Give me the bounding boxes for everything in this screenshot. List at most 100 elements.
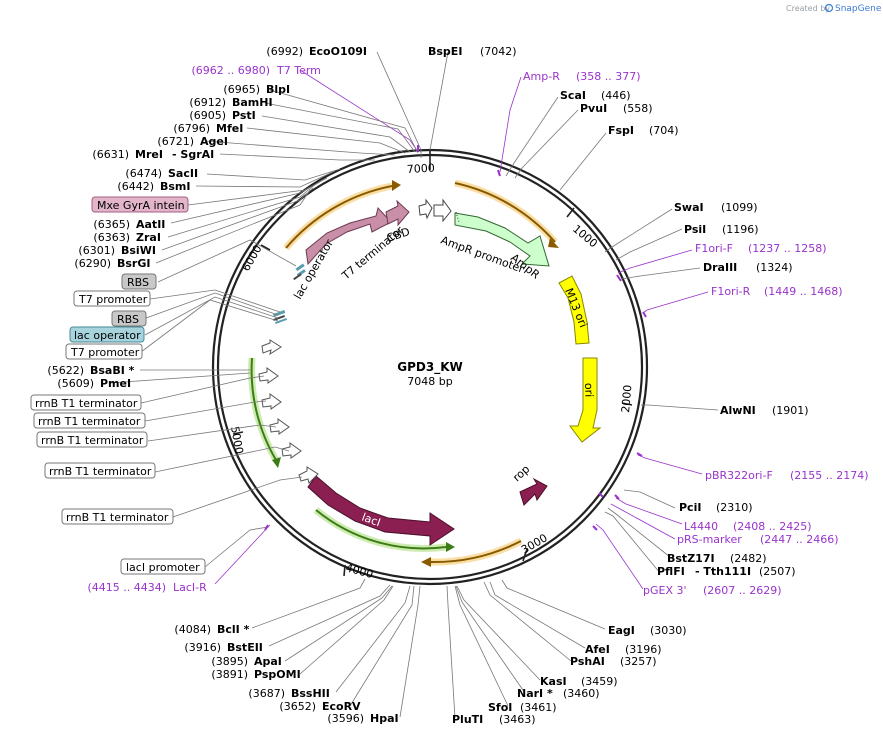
enzyme-kasi: KasI <box>540 675 567 688</box>
site-num: (3257) <box>620 655 657 668</box>
enzyme-nari: NarI * <box>517 687 553 700</box>
enzyme-bspei: BspEI <box>428 45 462 58</box>
feature-box-rbs <box>111 310 147 327</box>
snapgene-logo-icon <box>824 3 834 13</box>
site-num: (6912) <box>189 96 226 109</box>
feature-rrnb-terminator: rrnB T1 terminator <box>35 397 138 410</box>
site-num: (6631) <box>92 148 129 161</box>
ampr-arrow <box>454 211 550 267</box>
site-num: (3891) <box>211 668 248 681</box>
site-num: (6301) <box>78 244 115 257</box>
site-num: (1324) <box>756 261 793 274</box>
enzyme-sgrai: - SgrAI <box>172 148 214 161</box>
site-num: (7042) <box>480 45 517 58</box>
enzyme-afei: AfeI <box>585 643 610 656</box>
ori-label: ori <box>582 383 595 398</box>
enzyme-bsteii: BstEII <box>227 641 263 654</box>
plasmid-length: 7048 bp <box>407 375 452 388</box>
feature-rrnb-terminator: rrnB T1 terminator <box>38 415 141 428</box>
enzyme-alwni: AlwNI <box>720 404 756 417</box>
tick-label-4000: 4000 <box>344 561 374 581</box>
ori-feature <box>569 357 602 443</box>
enzyme-apai: ApaI <box>254 655 282 668</box>
primer-pbr322ori-f: pBR322ori-F <box>705 469 773 482</box>
enzyme-ecoo109i: EcoO109I <box>309 45 367 58</box>
bottom-labels: (4084) BclI * (3916) BstEII (3895) ApaI … <box>174 623 686 726</box>
site-num: (5609) <box>57 377 94 390</box>
site-num: (6721) <box>157 135 194 148</box>
feature-rrnb-terminator: rrnB T1 terminator <box>41 434 144 447</box>
enzyme-bamhi: BamHI <box>232 96 273 109</box>
site-num: (3463) <box>499 713 536 726</box>
site-num: (1901) <box>772 404 809 417</box>
enzyme-draiii: DraIII <box>703 261 737 274</box>
enzyme-mfei: MfeI <box>216 122 243 135</box>
primer-pos: (2607 .. 2629) <box>703 584 782 597</box>
site-num: (3459) <box>581 675 618 688</box>
site-num: (1099) <box>721 201 758 214</box>
enzyme-ecorv: EcoRV <box>322 700 361 713</box>
site-num: (3461) <box>520 701 557 714</box>
primer-amp-r: Amp-R <box>523 70 560 83</box>
enzyme-pcii: PciI <box>679 501 701 514</box>
rop-feature <box>519 477 548 506</box>
site-num: (6965) <box>223 83 260 96</box>
enzyme-pflfi: PflFI <box>657 565 685 578</box>
site-num: (704) <box>649 124 679 137</box>
plasmid-name: GPD3_KW <box>397 360 463 375</box>
rop-label: rop <box>510 463 532 485</box>
cbd-feature <box>305 206 392 266</box>
m13-ori-feature <box>558 275 590 345</box>
leader-lines <box>109 51 719 719</box>
site-num: (446) <box>601 89 631 102</box>
site-num: (3460) <box>563 687 600 700</box>
feature-rbs: RBS <box>127 276 149 289</box>
enzyme-psti: PstI <box>232 109 256 122</box>
orf-arrows <box>283 179 559 567</box>
enzyme-scai: ScaI <box>560 89 586 102</box>
enzyme-bsmi: BsmI <box>160 180 191 193</box>
primer-pos: (1449 .. 1468) <box>764 285 843 298</box>
ring-ticks <box>232 150 633 577</box>
enzyme-pshai: PshAI <box>570 655 605 668</box>
feature-t7-promoter: T7 promoter <box>70 346 140 359</box>
enzyme-hpai: HpaI <box>370 712 399 725</box>
left-labels: (6992) EcoO109I (6962 .. 6980) T7 Term (… <box>30 45 367 594</box>
enzyme-tth111i: - Tth111I <box>695 565 751 578</box>
enzyme-zrai: ZraI <box>136 231 161 244</box>
site-num: (3916) <box>184 641 221 654</box>
primer-pos: (4415 .. 4434) <box>87 581 166 594</box>
primer-pos: (2408 .. 2425) <box>733 520 812 533</box>
primer-t7-term: T7 Term <box>276 64 321 77</box>
enzyme-sacii: SacII <box>168 167 198 180</box>
site-num: (6905) <box>189 109 226 122</box>
enzyme-blpi: BlpI <box>266 83 290 96</box>
enzyme-bsabi: BsaBI * <box>90 364 135 377</box>
site-num: (3687) <box>248 687 285 700</box>
site-num: (3030) <box>650 624 687 637</box>
enzyme-pmei: PmeI <box>100 377 131 390</box>
site-num: (6290) <box>74 257 111 270</box>
enzyme-bcli: BclI * <box>217 623 250 636</box>
ampr-promoter-arrow <box>433 198 452 223</box>
small-feature-markers <box>273 263 306 324</box>
site-num: (6992) <box>266 45 303 58</box>
site-num: (6474) <box>125 167 162 180</box>
feature-rrnb-terminator: rrnB T1 terminator <box>66 511 169 524</box>
feature-t7-promoter: T7 promoter <box>78 293 148 306</box>
feature-box-rrnb <box>33 412 146 429</box>
feature-box-laci-promoter <box>120 558 206 575</box>
primer-laci-r: LacI-R <box>173 581 207 594</box>
feature-box-rrnb <box>30 394 142 411</box>
t7-term-arrow <box>385 198 433 227</box>
site-num: (6365) <box>93 218 130 231</box>
primer-pos: (2155 .. 2174) <box>790 469 869 482</box>
feature-rbs: RBS <box>117 313 139 326</box>
primer-pos: (1237 .. 1258) <box>748 242 827 255</box>
green-arrows <box>248 357 455 552</box>
enzyme-pvui: PvuI <box>580 102 607 115</box>
tick-label-7000: 7000 <box>406 162 435 176</box>
enzyme-bsshii: BssHII <box>291 687 330 700</box>
enzyme-mrei: MreI <box>135 148 163 161</box>
